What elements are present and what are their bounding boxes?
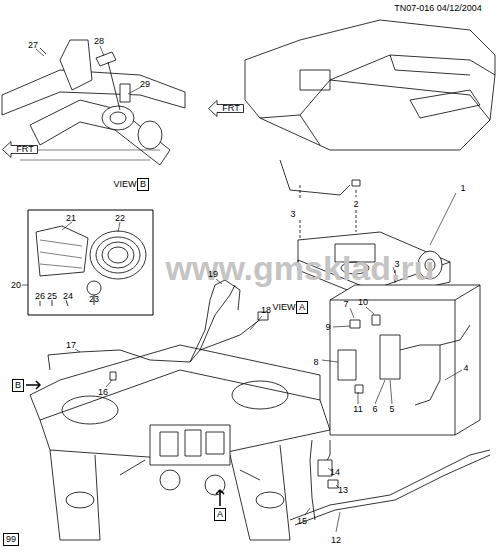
callout-number: 19	[208, 270, 218, 279]
callout-number: 22	[115, 214, 125, 223]
arrow-shape	[3, 142, 38, 158]
callout-number: 3	[394, 260, 399, 269]
node-text: A	[299, 303, 305, 312]
callout-number: 25	[47, 292, 57, 301]
front-arrow: FRT	[208, 100, 244, 117]
watermark: www.gmsklad.ru	[166, 251, 435, 285]
view-label: VIEW	[272, 303, 295, 312]
callout-number: 9	[325, 323, 330, 332]
frame-crossmember	[245, 20, 495, 200]
callout-number: 12	[331, 536, 341, 545]
callout-number: 3	[290, 210, 295, 219]
callout-number: 21	[66, 214, 76, 223]
callout-number: 29	[140, 80, 150, 89]
air-lines	[48, 279, 268, 387]
view-arrow	[216, 490, 224, 506]
callout-number: 20	[11, 281, 21, 290]
callout-number: 7	[343, 300, 348, 309]
view-box: B	[12, 379, 24, 392]
view-label: VIEW	[113, 180, 136, 189]
callout-number: 14	[330, 468, 340, 477]
callout-number: 26	[35, 292, 45, 301]
view-box: 99	[3, 533, 19, 546]
callout-number: 2	[353, 200, 358, 209]
callout-number: 18	[261, 306, 271, 315]
node-text: 99	[6, 535, 16, 544]
front-chassis	[30, 345, 330, 540]
callout-number: 1	[460, 184, 465, 193]
callout-number: 5	[389, 405, 394, 414]
view-arrow	[26, 381, 40, 389]
air-hose-assembly	[290, 440, 490, 532]
callout-number: 8	[313, 358, 318, 367]
callout-number: 6	[372, 405, 377, 414]
callout-number: 13	[338, 486, 348, 495]
service-kit	[22, 210, 153, 315]
spare-tire-area	[322, 285, 480, 435]
view-box: B	[137, 178, 149, 191]
callout-number: 11	[353, 405, 362, 414]
callout-number: 17	[66, 341, 76, 350]
node-text: B	[140, 180, 146, 189]
drawing-id: TN07-016 04/12/2004	[394, 4, 482, 13]
arrow-shape	[209, 101, 244, 117]
callout-number: 10	[358, 298, 368, 307]
callout-number: 15	[297, 517, 307, 526]
node-text: A	[217, 510, 223, 519]
view-box: A	[296, 301, 308, 314]
callout-number: 23	[89, 295, 99, 304]
callout-number: 4	[463, 364, 468, 373]
rear-suspension-view	[2, 40, 185, 165]
callout-number: 24	[63, 292, 73, 301]
node-text: FRT	[16, 145, 33, 154]
node-text: B	[15, 381, 21, 390]
view-box: A	[214, 508, 226, 521]
node-text: FRT	[222, 104, 239, 113]
callout-number: 16	[98, 388, 108, 397]
front-arrow: FRT	[2, 141, 38, 158]
callout-number: 28	[94, 37, 104, 46]
callout-number: 27	[28, 41, 38, 50]
